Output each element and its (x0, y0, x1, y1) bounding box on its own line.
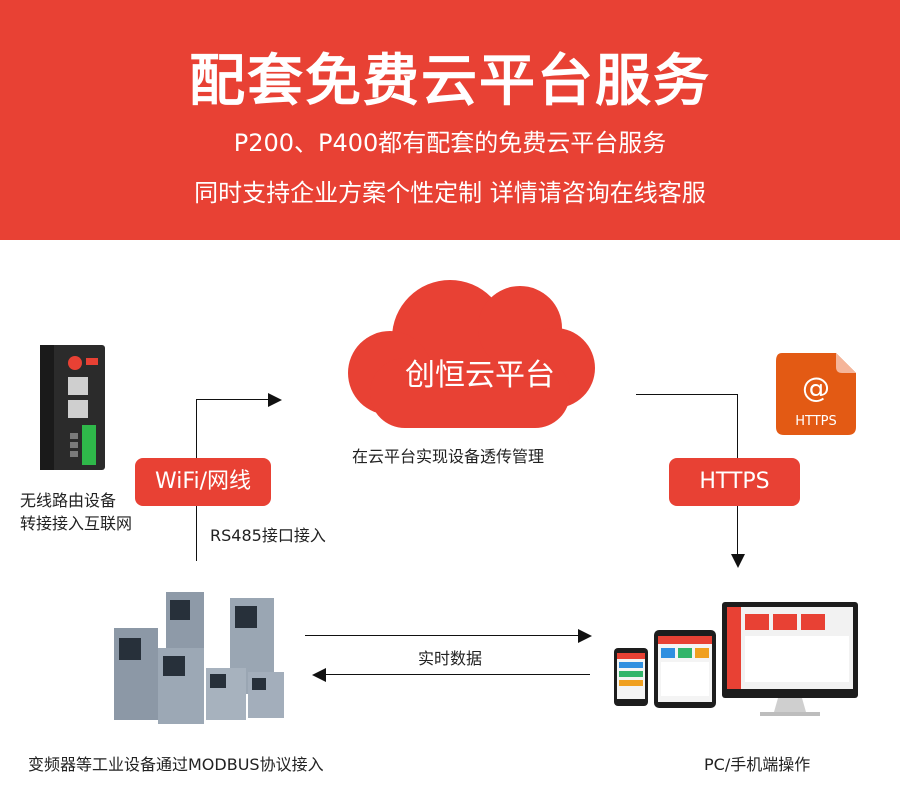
banner-title: 配套免费云平台服务 (189, 49, 711, 114)
https-label-badge: HTTPS (669, 458, 800, 506)
cloud-caption: 在云平台实现设备透传管理 (352, 447, 545, 466)
cloud-platform-label: 创恒云平台 (405, 358, 555, 393)
wifi-label-badge: WiFi/网线 (135, 458, 271, 506)
arrow-to-devices (731, 554, 745, 568)
rs485-label: RS485接口接入 (210, 526, 326, 545)
wireless-router-device-icon (40, 345, 105, 470)
router-caption-line1: 无线路由设备 (20, 491, 117, 510)
realtime-arrow-line-left (325, 674, 590, 675)
arrow-to-cloud (268, 393, 282, 407)
connector-line-to-cloud (196, 399, 268, 400)
inverters-icon (114, 592, 284, 724)
devices-caption: PC/手机端操作 (704, 755, 811, 774)
pc-mobile-devices-icon (614, 602, 858, 716)
realtime-arrow-line-right (305, 635, 580, 636)
banner-subtitle-1: P200、P400都有配套的免费云平台服务 (233, 129, 667, 157)
header-banner: 配套免费云平台服务 P200、P400都有配套的免费云平台服务 同时支持企业方案… (0, 0, 900, 240)
https-icon-symbol: @ (802, 371, 830, 404)
realtime-data-label: 实时数据 (418, 649, 483, 668)
cloud-icon (348, 280, 595, 428)
realtime-arrow-left (312, 668, 326, 682)
connector-line-from-cloud (636, 394, 738, 395)
inverters-caption: 变频器等工业设备通过MODBUS协议接入 (28, 755, 324, 774)
router-caption-line2: 转接接入互联网 (20, 514, 133, 533)
https-icon-text: HTTPS (795, 414, 837, 429)
https-icon: @ HTTPS (776, 353, 856, 435)
realtime-arrow-right (578, 629, 592, 643)
banner-subtitle-2: 同时支持企业方案个性定制 详情请咨询在线客服 (194, 179, 706, 207)
